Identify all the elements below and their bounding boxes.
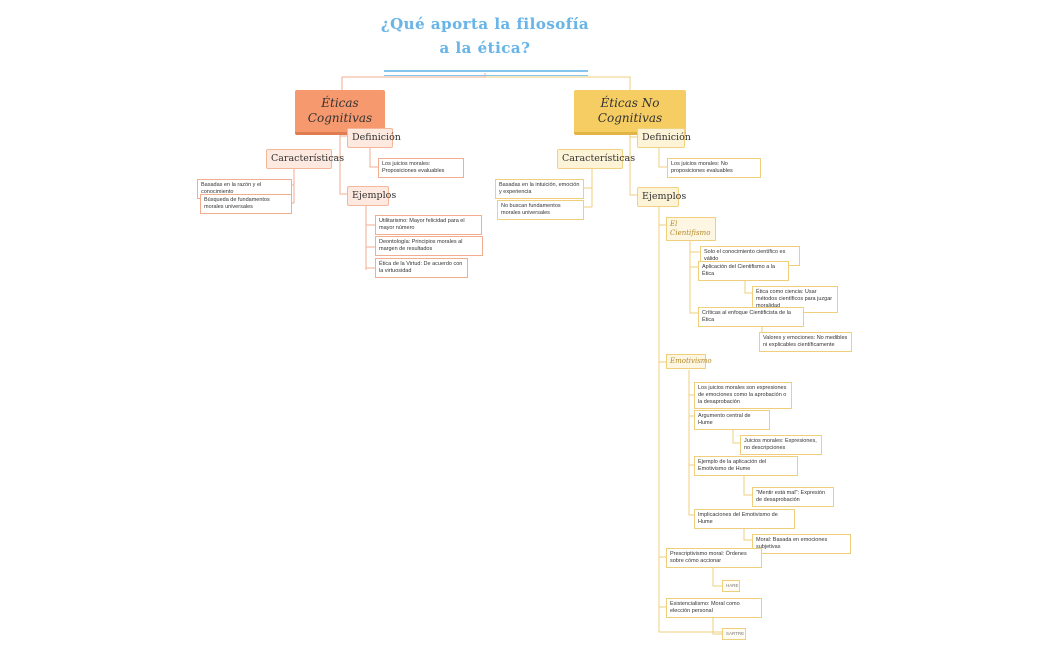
etica-no-cognitiva-node[interactable]: Éticas No Cognitivas (574, 90, 686, 135)
title-underline (384, 70, 588, 76)
emotivismo-item[interactable]: Los juicios morales son expresiones de e… (694, 382, 792, 409)
emotivismo-item[interactable]: Implicaciones del Emotivismo de Hume (694, 509, 795, 529)
ejemplos-node-cognitiva[interactable]: Ejemplos (347, 186, 396, 206)
cientifismo-node[interactable]: El Cientifismo (666, 217, 716, 241)
sartre-node[interactable]: SARTRE (722, 628, 746, 640)
prescriptivismo-node[interactable]: Prescriptivismo moral: Órdenes sobre cóm… (666, 548, 762, 568)
emotivismo-item[interactable]: Ejemplo de la aplicación del Emotivismo … (694, 456, 798, 476)
caracteristica-item-no-cognitiva[interactable]: No buscan fundamentos morales universale… (497, 200, 584, 220)
definicion-text-cognitiva[interactable]: Los juicios morales: Proposiciones evalu… (378, 158, 464, 178)
definicion-node-cognitiva[interactable]: Definición (347, 128, 401, 148)
ejemplo-etica-virtud[interactable]: Ética de la Virtud: De acuerdo con la vi… (375, 258, 468, 278)
emotivismo-node[interactable]: Emotivismo (666, 354, 712, 369)
ejemplo-deontologia[interactable]: Deontología: Principios morales al marge… (375, 236, 483, 256)
emotivismo-item[interactable]: Juicios morales: Expresiones, no descrip… (740, 435, 822, 455)
hare-node[interactable]: HARE (722, 580, 740, 592)
existencialismo-node[interactable]: Existencialismo: Moral como elección per… (666, 598, 762, 618)
page-title: ¿Qué aporta la filosofía a la ética? (380, 15, 590, 57)
definicion-text-no-cognitiva[interactable]: Los juicios morales: No proposiciones ev… (667, 158, 761, 178)
definicion-node-no-cognitiva[interactable]: Definición (637, 128, 691, 148)
etica-cognitiva-node[interactable]: Éticas Cognitivas (295, 90, 385, 135)
caracteristica-item-cognitiva[interactable]: Búsqueda de fundamentos morales universa… (200, 194, 292, 214)
cientifismo-item[interactable]: Críticas al enfoque Cientificista de la … (698, 307, 804, 327)
cientifismo-item[interactable]: Aplicación del Cientifismo a la Ética (698, 261, 789, 281)
caracteristicas-node-cognitiva[interactable]: Características (266, 149, 344, 169)
emotivismo-item[interactable]: "Mentir está mal": Expresión de desaprob… (752, 487, 834, 507)
emotivismo-item[interactable]: Moral: Basada en emociones subjetivas (752, 534, 851, 554)
emotivismo-item[interactable]: Argumento central de Hume (694, 410, 770, 430)
caracteristica-item-no-cognitiva[interactable]: Basadas en la intuición, emoción y exper… (495, 179, 584, 199)
ejemplos-node-no-cognitiva[interactable]: Ejemplos (637, 187, 686, 207)
ejemplo-utilitarismo[interactable]: Utilitarismo: Mayor felicidad para el ma… (375, 215, 482, 235)
cientifismo-item[interactable]: Valores y emociones: No medibles ni expl… (759, 332, 852, 352)
caracteristicas-node-no-cognitiva[interactable]: Características (557, 149, 635, 169)
